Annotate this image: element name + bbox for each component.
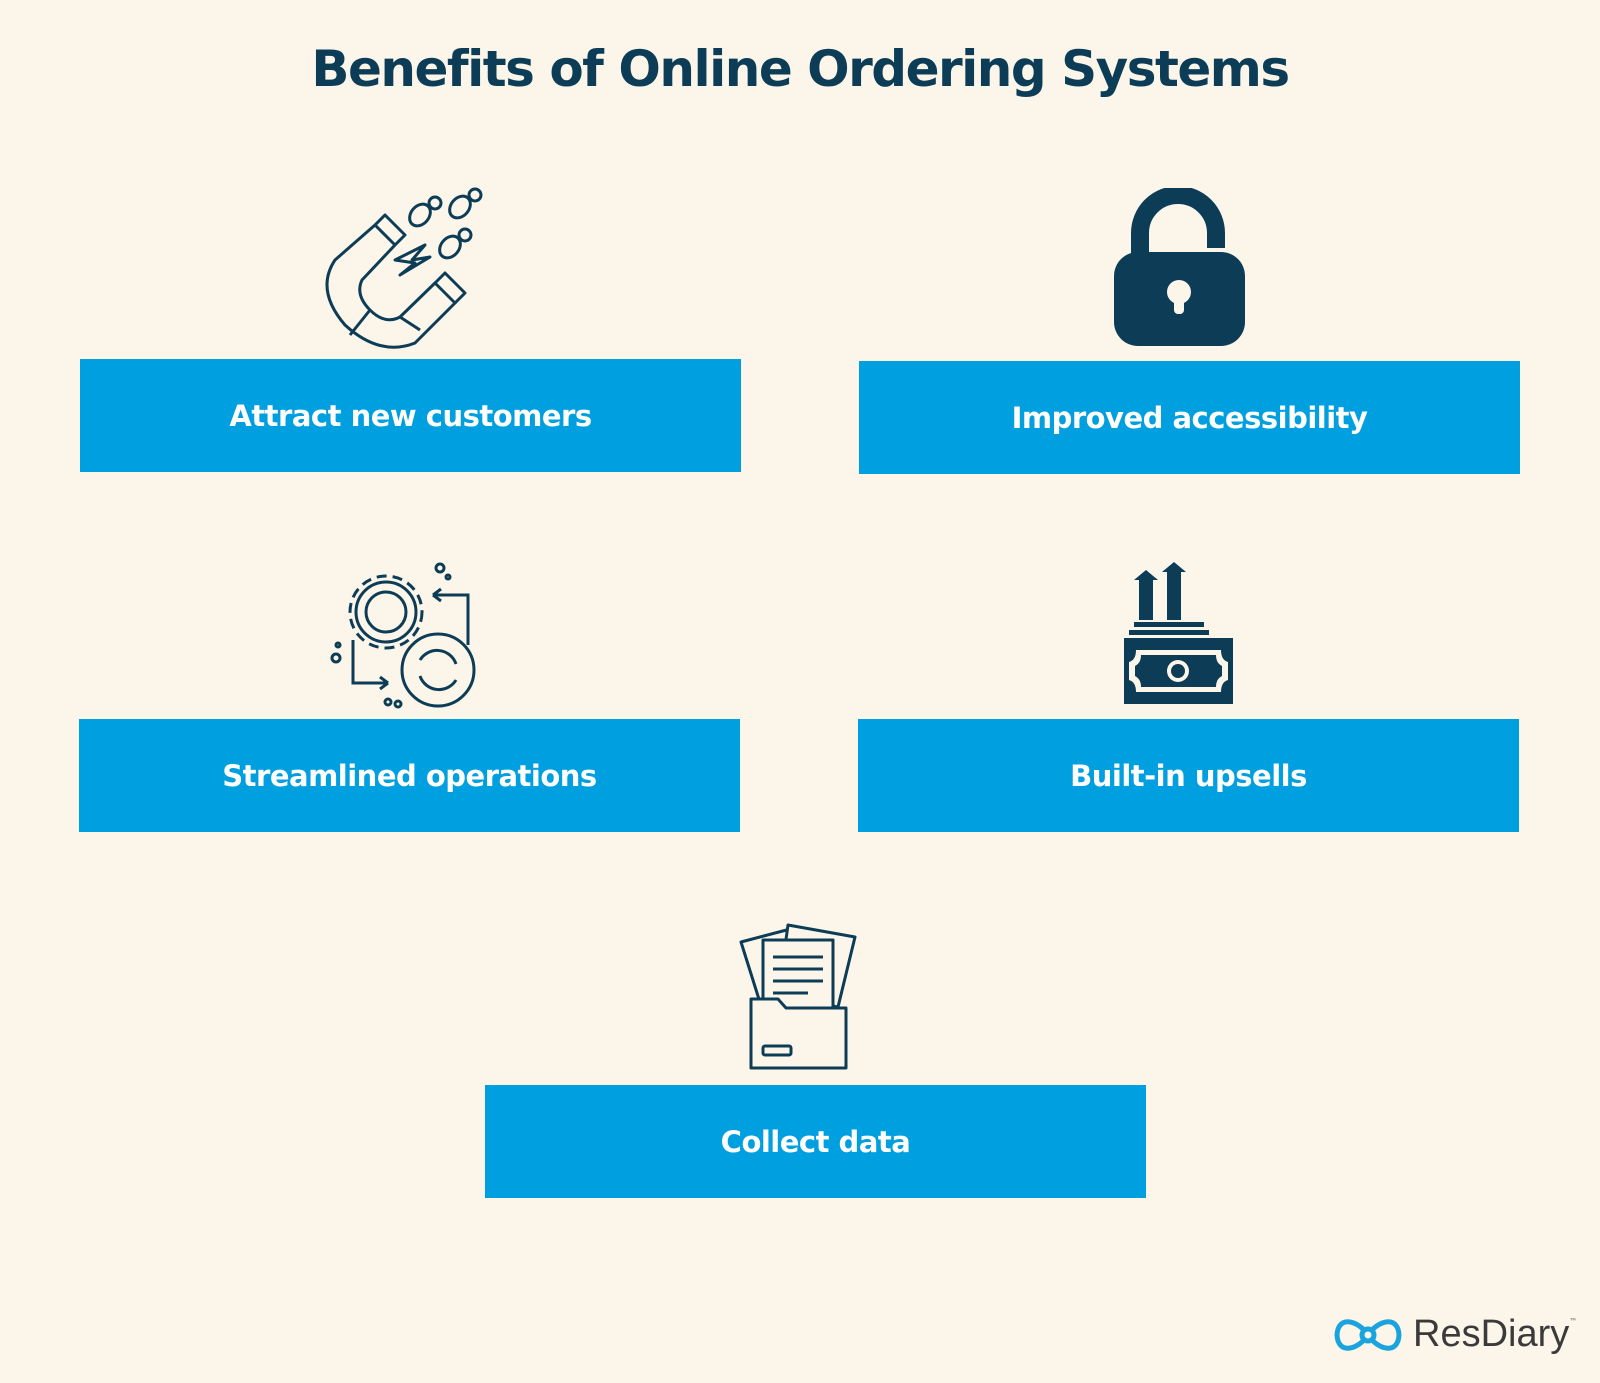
page-title: Benefits of Online Ordering Systems bbox=[311, 40, 1290, 98]
money-growth-icon bbox=[1124, 562, 1233, 704]
logo-text: ResDiary bbox=[1413, 1313, 1570, 1355]
benefit-streamlined-operations: Streamlined operations bbox=[79, 719, 740, 832]
benefit-improved-accessibility: Improved accessibility bbox=[859, 361, 1520, 474]
resdiary-logo: ResDiary ™ bbox=[1333, 1313, 1577, 1356]
trademark: ™ bbox=[1569, 1317, 1578, 1326]
unlocked-padlock-icon bbox=[1114, 188, 1245, 346]
gear-process-icon bbox=[330, 562, 476, 709]
benefit-built-in-upsells: Built-in upsells bbox=[858, 719, 1519, 832]
benefit-collect-data: Collect data bbox=[485, 1085, 1146, 1198]
folder-documents-icon bbox=[739, 923, 857, 1070]
benefit-attract-new-customers: Attract new customers bbox=[80, 359, 741, 472]
magnet-icon bbox=[325, 187, 483, 349]
resdiary-bowtie-icon bbox=[1334, 1318, 1402, 1351]
